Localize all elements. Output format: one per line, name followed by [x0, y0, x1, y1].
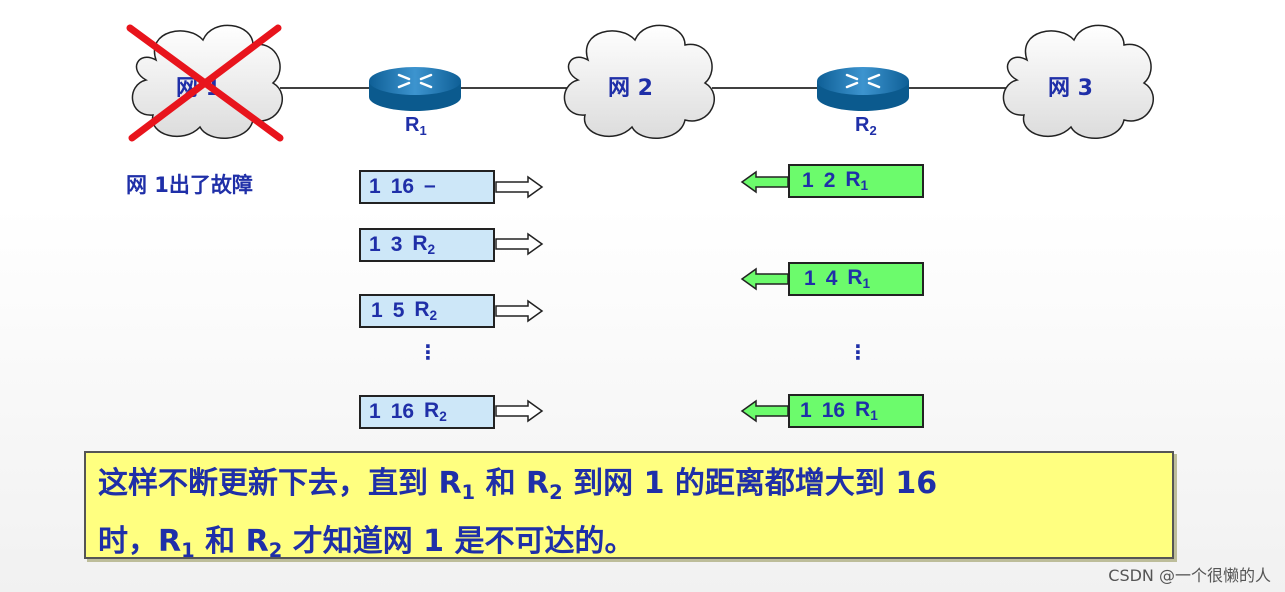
fault-cross-icon	[126, 24, 284, 142]
right-arrow-icon	[495, 299, 544, 323]
router-r1-icon	[369, 67, 461, 111]
fault-note: 网 1出了故障	[126, 173, 253, 197]
cloud-net2	[563, 24, 715, 139]
watermark: CSDN @一个很懒的人	[1108, 566, 1271, 585]
router-r2-label: R2	[855, 114, 877, 138]
left-arrow-icon	[740, 399, 789, 423]
r2-update-packet: 1 16 R1	[788, 394, 924, 428]
net3-label: 网 3	[1048, 76, 1093, 101]
right-arrow-icon	[495, 175, 544, 199]
cloud-net3	[1002, 24, 1154, 139]
net2-label: 网 2	[608, 76, 653, 101]
r1-update-packet: 1 16 –	[359, 170, 495, 204]
r1-update-packet: 1 3 R2	[359, 228, 495, 262]
r1-update-packet: 1 5 R2	[359, 294, 495, 328]
r2-ellipsis: ⋮	[848, 342, 868, 364]
left-arrow-icon	[740, 267, 789, 291]
conclusion-box: 这样不断更新下去，直到 R1 和 R2 到网 1 的距离都增大到 16 时，R1…	[84, 451, 1174, 562]
left-arrow-icon	[740, 170, 789, 194]
r1-ellipsis: ⋮	[418, 342, 438, 364]
r2-arrows	[740, 170, 789, 423]
right-arrow-icon	[495, 399, 544, 423]
router-r1-label: R1	[405, 114, 427, 138]
r1-update-packet: 1 16 R2	[359, 395, 495, 429]
conclusion-line-2: 时，R1 和 R2 才知道网 1 是不可达的。	[98, 523, 635, 562]
right-arrow-icon	[495, 232, 544, 256]
r2-update-packet: 1 2 R1	[788, 164, 924, 198]
r2-update-packet: 1 4 R1	[788, 262, 924, 296]
router-r2-icon	[817, 67, 909, 111]
r1-arrows	[495, 175, 544, 423]
conclusion-line-1: 这样不断更新下去，直到 R1 和 R2 到网 1 的距离都增大到 16	[98, 466, 938, 504]
